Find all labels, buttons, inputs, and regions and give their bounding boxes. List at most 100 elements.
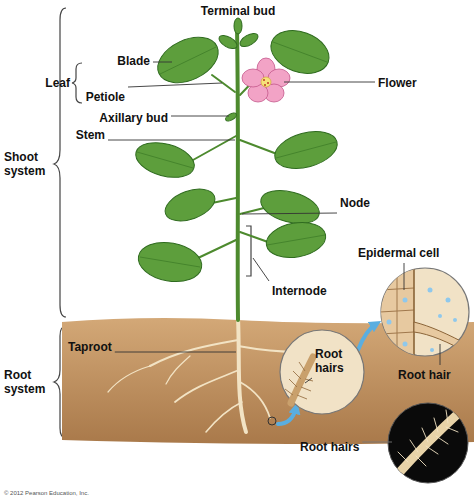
cell-inset-part-part	[446, 298, 451, 303]
part-label: Axillary bud	[99, 111, 168, 125]
leader-lines	[108, 20, 440, 442]
root-hair-lines	[285, 362, 313, 399]
leaves-part	[264, 218, 329, 262]
leaves	[132, 18, 341, 286]
roots-part	[166, 356, 190, 384]
leaves-part	[224, 111, 237, 122]
leader-line	[128, 83, 222, 87]
root-segment	[291, 357, 313, 403]
flower-part	[263, 79, 265, 81]
cell-inset-part-part	[386, 276, 391, 281]
leader-line	[253, 258, 269, 281]
magnify-spot-part	[268, 417, 276, 425]
group-label: Leaf	[45, 76, 70, 90]
system-brackets-part	[54, 8, 66, 317]
leader-line	[305, 378, 312, 383]
inset-outline	[280, 330, 364, 414]
part-label: Root hairs	[300, 440, 359, 454]
stem-part	[212, 198, 236, 203]
part-label: Epidermal cell	[358, 246, 439, 260]
leaves-part	[271, 125, 342, 174]
leaf-veins-part	[137, 152, 193, 168]
leader-line	[284, 82, 375, 83]
part-label: Terminal bud	[201, 4, 275, 18]
leaves-part	[161, 183, 219, 227]
cell-inset	[380, 266, 470, 358]
inset-label: Root hairs	[315, 347, 359, 375]
cell-inset-part-part	[403, 342, 408, 347]
root-photo-part	[398, 410, 462, 474]
leaf-veins-part	[160, 47, 216, 74]
magnify-arrows-part	[358, 324, 376, 350]
leader-line	[153, 62, 172, 63]
system-label: Shoot system	[4, 150, 54, 178]
leaves-part	[132, 137, 198, 183]
root-photo	[388, 403, 468, 483]
leaf-veins	[137, 42, 336, 267]
part-label: Root hair	[398, 368, 451, 382]
leader-line	[404, 263, 405, 290]
cell-inset-part-part	[380, 266, 414, 358]
magnified-inset: Root hairs	[279, 329, 365, 415]
leaves-part	[234, 18, 242, 34]
cell-inset-part-part	[428, 288, 433, 293]
flower-part	[267, 82, 269, 84]
cell-inset-part-part	[413, 266, 415, 358]
roots-part	[206, 402, 242, 432]
magnify-arrows-part	[278, 408, 296, 424]
leader-line	[362, 442, 392, 443]
stem-part	[240, 232, 268, 242]
roots-part	[240, 382, 270, 418]
cell-inset-part-part	[403, 298, 408, 303]
copyright-note: © 2012 Pearson Education, Inc.	[4, 489, 89, 497]
leaf-veins-part	[140, 257, 200, 267]
leader-line	[108, 140, 235, 141]
part-label: Blade	[117, 54, 150, 68]
root-photo-part	[388, 403, 468, 483]
cell-inset-part	[380, 266, 470, 358]
magnify-arrows	[278, 324, 376, 424]
part-label: Node	[340, 196, 370, 210]
leader-line	[115, 352, 236, 353]
leaves-part	[135, 238, 205, 287]
cell-inset-part-part	[430, 348, 434, 352]
leader-lines	[305, 378, 312, 383]
leader-line	[171, 116, 229, 117]
flower-part	[242, 69, 264, 87]
cell-inset-part-part	[438, 314, 442, 318]
part-label: Petiole	[86, 90, 125, 104]
cell-inset-part-part	[414, 322, 470, 354]
stem-part	[240, 208, 264, 214]
cell-inset-part-part	[380, 266, 414, 358]
root-photo-part-part	[398, 410, 462, 474]
cell-inset-part-part	[387, 320, 392, 325]
roots	[108, 318, 300, 432]
cell-inset-part-part	[453, 318, 457, 322]
roots-part	[150, 340, 238, 366]
stem-part	[240, 140, 277, 154]
part-label: Stem	[76, 128, 105, 142]
system-label: Root system	[4, 368, 54, 396]
flower-part	[264, 84, 266, 86]
system-brackets-part	[72, 63, 82, 103]
root-photo-part-part	[398, 410, 458, 466]
part-label: Flower	[378, 76, 417, 90]
stem-part	[237, 26, 238, 320]
leaves-part	[238, 31, 260, 50]
part-label: Taproot	[68, 340, 112, 354]
leaf-veins-part	[276, 142, 336, 158]
roots-part	[108, 366, 150, 392]
roots-part	[238, 318, 246, 432]
leader-line	[440, 344, 441, 365]
part-label: Internode	[272, 284, 327, 298]
leaf-veins-part	[273, 42, 327, 62]
leaves-part	[217, 33, 239, 52]
stem-part	[198, 240, 236, 258]
leaves-part	[257, 185, 323, 230]
magnify-spot	[268, 417, 276, 425]
roots-part	[175, 370, 239, 402]
flower-part	[261, 77, 271, 87]
leaf-veins-part	[267, 235, 325, 245]
flower	[242, 58, 290, 102]
